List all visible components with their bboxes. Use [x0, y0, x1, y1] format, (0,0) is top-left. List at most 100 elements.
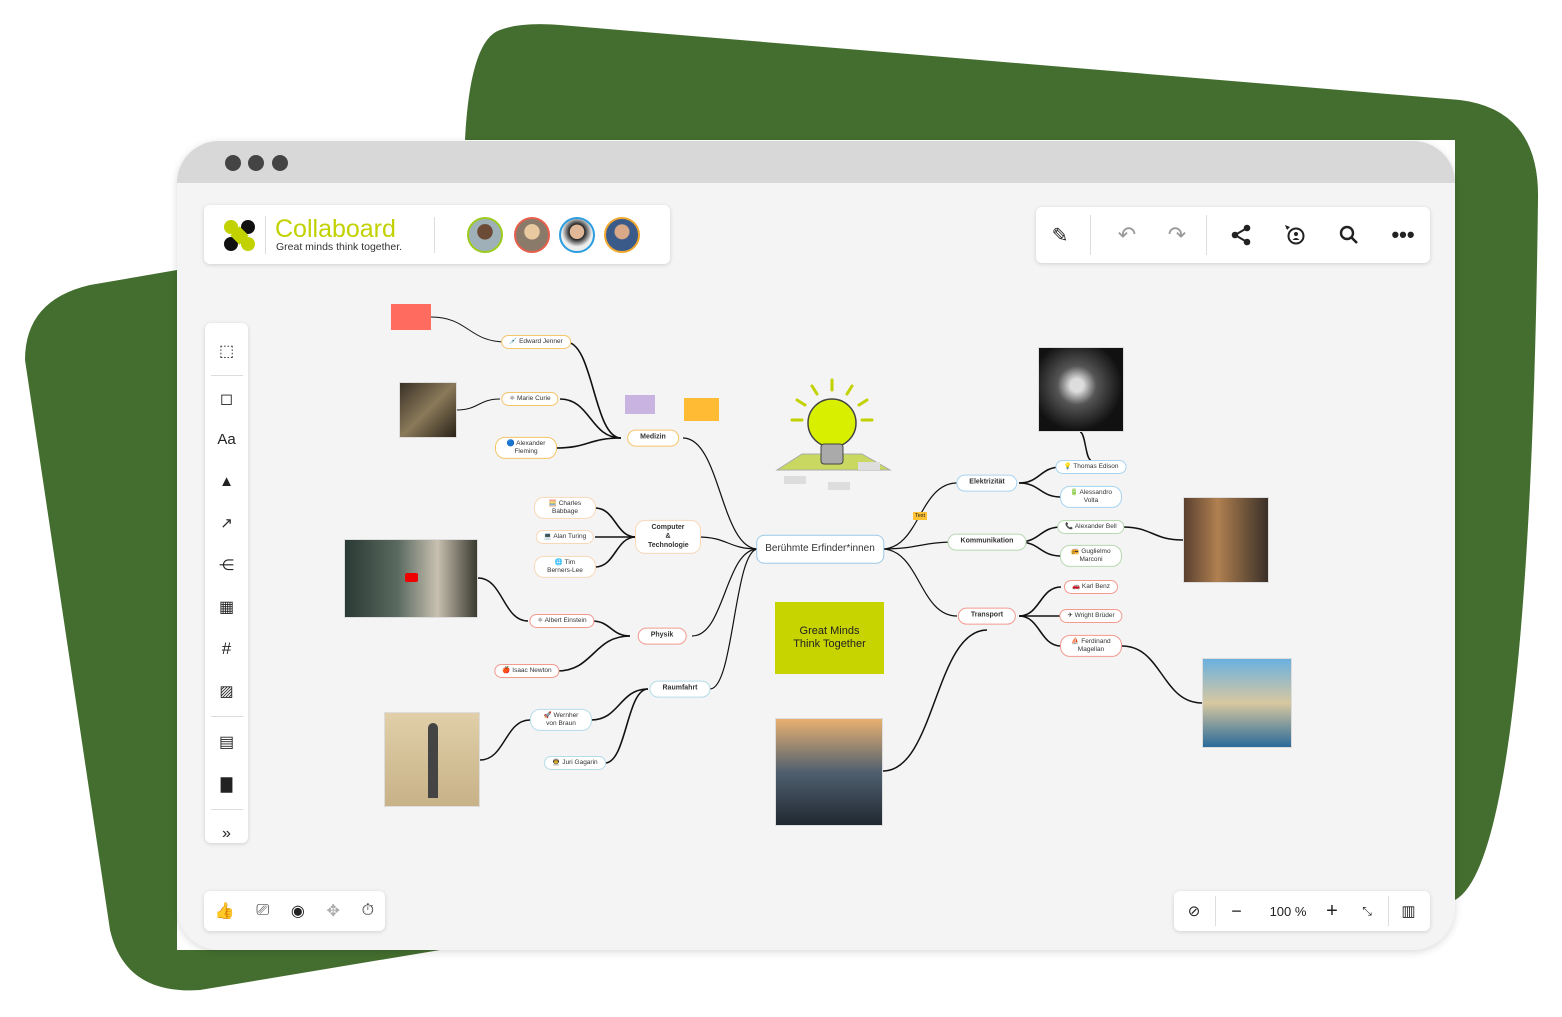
more-icon[interactable]: ••• [1391, 222, 1415, 247]
window-dot[interactable] [272, 155, 288, 171]
compass-icon[interactable]: ⊘ [1187, 903, 1201, 920]
connector-line [590, 688, 649, 721]
bottom-left-toolbar: 👍 ⎚ ◉ ✥ ⏱ [204, 891, 385, 931]
great-minds-note[interactable]: Great Minds Think Together [775, 602, 884, 674]
timer-icon[interactable]: ⏱ [361, 902, 375, 919]
connector-line [1018, 466, 1062, 484]
connector-line [697, 536, 759, 550]
avatar[interactable] [604, 217, 640, 253]
text-label[interactable]: Text [913, 512, 928, 520]
connector-line [565, 341, 622, 439]
zoom-toolbar: ⊘ − 100 % + ⤡ ▥ [1174, 891, 1430, 931]
comment-icon[interactable]: ▇ [220, 776, 233, 793]
connector-line [1018, 586, 1062, 617]
mindmap-leaf-node[interactable]: 📞 Alexander Bell [1057, 519, 1125, 535]
mindmap-center-node[interactable]: Berühmte Erfinder*innen [756, 534, 884, 564]
table-icon[interactable]: ▦ [218, 599, 235, 616]
mindmap-leaf-node[interactable]: 🍎 Isaac Newton [494, 663, 560, 679]
sticky-note[interactable] [625, 395, 655, 414]
zoom-level[interactable]: 100 % [1269, 903, 1307, 919]
redo-icon[interactable]: ↷ [1167, 222, 1187, 247]
undo-icon[interactable]: ↶ [1117, 222, 1137, 247]
mindmap-leaf-node[interactable]: 💉 Edward Jenner [501, 334, 571, 350]
frame-icon[interactable]: # [221, 639, 232, 658]
connector-line [691, 548, 759, 637]
mindmap-leaf-node[interactable]: 🚗 Karl Benz [1063, 579, 1119, 595]
window-dot[interactable] [225, 155, 241, 171]
mindmap-leaf-node[interactable]: 🔵 Alexander Fleming [495, 436, 557, 460]
mindmap-branch-node[interactable]: Raumfahrt [649, 680, 711, 698]
mindmap-leaf-node[interactable]: 💡 Thomas Edison [1055, 459, 1127, 475]
marie-curie-image[interactable] [399, 382, 457, 438]
presentation-icon[interactable]: ⎚ [256, 902, 270, 919]
mindmap-leaf-node[interactable]: ⛵ Ferdinand Magellan [1060, 634, 1122, 658]
zoom-out-icon[interactable]: − [1231, 900, 1242, 921]
alexander-bell-image[interactable] [1183, 497, 1269, 583]
sticky-note[interactable] [391, 304, 431, 330]
mindmap-leaf-node[interactable]: 💻 Alan Turing [535, 529, 595, 545]
mindmap-branch-node[interactable]: Physik [637, 627, 687, 645]
mindmap-leaf-node[interactable]: 👨‍🚀 Juri Gagarin [544, 755, 606, 771]
move-icon[interactable]: ✥ [326, 903, 340, 920]
text-icon[interactable]: Aa [217, 430, 236, 448]
connector-line [1079, 431, 1092, 461]
mindmap-leaf-node[interactable]: 🧮 Charles Babbage [534, 496, 596, 520]
future-city-image[interactable] [775, 718, 883, 826]
zoom-in-icon[interactable]: + [1326, 899, 1338, 922]
left-toolbar: ⬚ ◻ Aa ▲ ↗ ⋲ ▦ # ▨ ▤ ▇ » [205, 323, 248, 843]
connector-line [881, 541, 958, 550]
expand-icon[interactable]: » [222, 825, 231, 842]
share-icon[interactable] [1214, 224, 1268, 246]
thomas-edison-image[interactable] [1038, 347, 1124, 432]
window-dot[interactable] [248, 155, 264, 171]
media-icon[interactable]: ▨ [219, 683, 234, 700]
search-icon[interactable] [1322, 224, 1376, 246]
avatar[interactable] [467, 217, 503, 253]
play-icon[interactable] [405, 573, 418, 582]
top-toolbar: ✎ ↶ ↷ ••• [1036, 207, 1430, 263]
mindmap-leaf-node[interactable]: ⚛ Marie Curie [501, 391, 559, 407]
connector-line [1121, 526, 1184, 541]
connector-line [555, 437, 622, 449]
mindmap-leaf-node[interactable]: 🚀 Wernher von Braun [530, 708, 592, 732]
mindmap-branch-node[interactable]: Medizin [627, 429, 679, 447]
mindmap-branch-node[interactable]: Computer & Technologie [635, 519, 701, 555]
title-bar [177, 141, 1455, 183]
thumbs-up-icon[interactable]: 👍 [214, 903, 235, 920]
mindmap-branch-node[interactable]: Kommunikation [947, 533, 1027, 551]
lightbulb-icon [775, 378, 892, 490]
connector-line [594, 536, 637, 568]
mindmap-branch-node[interactable]: Elektrizität [956, 474, 1018, 492]
minimap-icon[interactable]: ▥ [1401, 903, 1416, 920]
select-frame-icon[interactable]: ⬚ [218, 343, 235, 360]
mindmap-leaf-node[interactable]: ⚛ Albert Einstein [529, 613, 595, 629]
presenter-icon[interactable] [1268, 223, 1322, 247]
connector-line [1121, 645, 1203, 704]
magic-pen-icon[interactable]: ✎ [1051, 224, 1069, 247]
sticky-note-icon[interactable]: ◻ [219, 391, 234, 408]
mindmap-icon[interactable]: ⋲ [219, 557, 234, 574]
mindmap-leaf-node[interactable]: ✈ Wright Brüder [1059, 608, 1123, 624]
app-name: Collaboard [275, 215, 396, 243]
video-thumbnail[interactable] [344, 539, 478, 618]
magellan-ship-image[interactable] [1202, 658, 1292, 748]
connector-line [709, 548, 759, 690]
template-icon[interactable]: ▤ [218, 734, 235, 751]
avatar[interactable] [559, 217, 595, 253]
shapes-icon[interactable]: ▲ [219, 472, 234, 490]
connector-line [559, 398, 622, 439]
rocket-sketch-image[interactable] [384, 712, 480, 807]
mindmap-leaf-node[interactable]: 🔋 Alessandro Volta [1060, 485, 1122, 509]
mindmap-leaf-node[interactable]: 📻 Guglielmo Marconi [1060, 544, 1122, 568]
fit-icon[interactable]: ⤡ [1362, 903, 1372, 918]
mindmap-leaf-node[interactable]: 🌐 Tim Berners-Lee [534, 555, 596, 579]
focus-icon[interactable]: ◉ [290, 903, 305, 920]
sticky-note[interactable] [684, 398, 719, 421]
avatar[interactable] [514, 217, 550, 253]
mindmap-branch-node[interactable]: Transport [957, 607, 1017, 625]
collaboard-logo [224, 220, 255, 251]
connector-icon[interactable]: ↗ [220, 515, 233, 532]
connector-line [477, 577, 529, 622]
